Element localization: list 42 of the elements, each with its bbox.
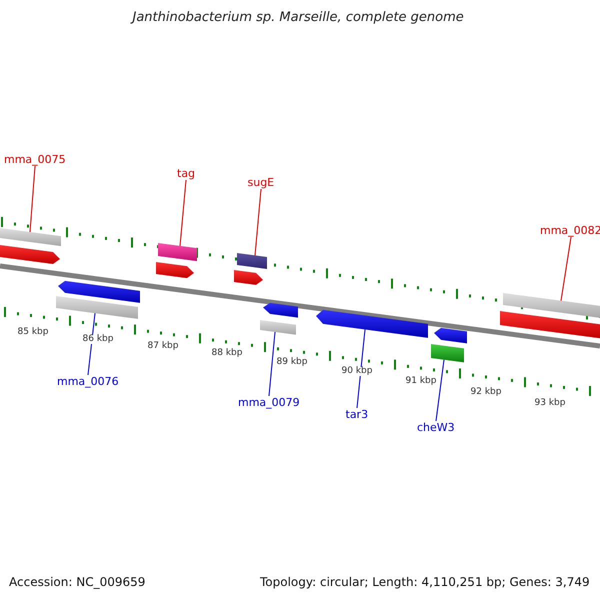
scale-label: 88 kbp [212, 349, 242, 358]
gene-bar [503, 293, 600, 318]
gene-label: tag [177, 168, 196, 179]
gene-block [234, 270, 263, 285]
scale-label: 91 kbp [406, 377, 436, 386]
scale-label: 86 kbp [82, 335, 114, 344]
leader-line [30, 166, 36, 232]
leader-line [436, 359, 444, 422]
leader-line [180, 180, 186, 246]
gene-label: cheW3 [417, 422, 455, 433]
gene-bar [56, 296, 138, 319]
scale-label: 90 kbp [342, 367, 372, 376]
gene-label: sugE [248, 177, 274, 188]
leader-line [254, 188, 262, 256]
gene-label: mma_0075 [4, 154, 66, 165]
gene-bar [0, 228, 61, 246]
gene-bar [260, 320, 296, 335]
scale-label: 92 kbp [470, 388, 502, 397]
gene-label: mma_0076 [57, 376, 119, 387]
gene-bar [158, 243, 197, 262]
gene-block [316, 310, 428, 338]
title: Janthinobacterium sp. Marseille, complete genome [132, 11, 464, 24]
scale-label: 87 kbp [148, 342, 178, 351]
gene-label: tar3 [346, 409, 368, 420]
gene-label: mma_0079 [238, 397, 300, 408]
scale-label: 89 kbp [276, 358, 308, 367]
leader-line [356, 329, 366, 408]
gene-bar [500, 311, 600, 338]
scale-label: 85 kbp [18, 328, 48, 337]
gene-bar [237, 253, 267, 269]
leader-line [268, 332, 276, 396]
gene-block [156, 262, 194, 278]
gene-block [263, 302, 298, 318]
leader-line [88, 312, 96, 376]
gene-block [0, 245, 60, 264]
footer-text: Topology: circular; Length: 4,110,251 bp; Genes: 3,749 [260, 576, 590, 588]
footer-text: Accession: NC_009659 [9, 576, 146, 588]
scale-label: 93 kbp [534, 399, 566, 408]
gene-block [58, 280, 140, 303]
gene-bar [431, 344, 464, 362]
leader-line [560, 236, 572, 302]
gene-block [434, 328, 467, 344]
